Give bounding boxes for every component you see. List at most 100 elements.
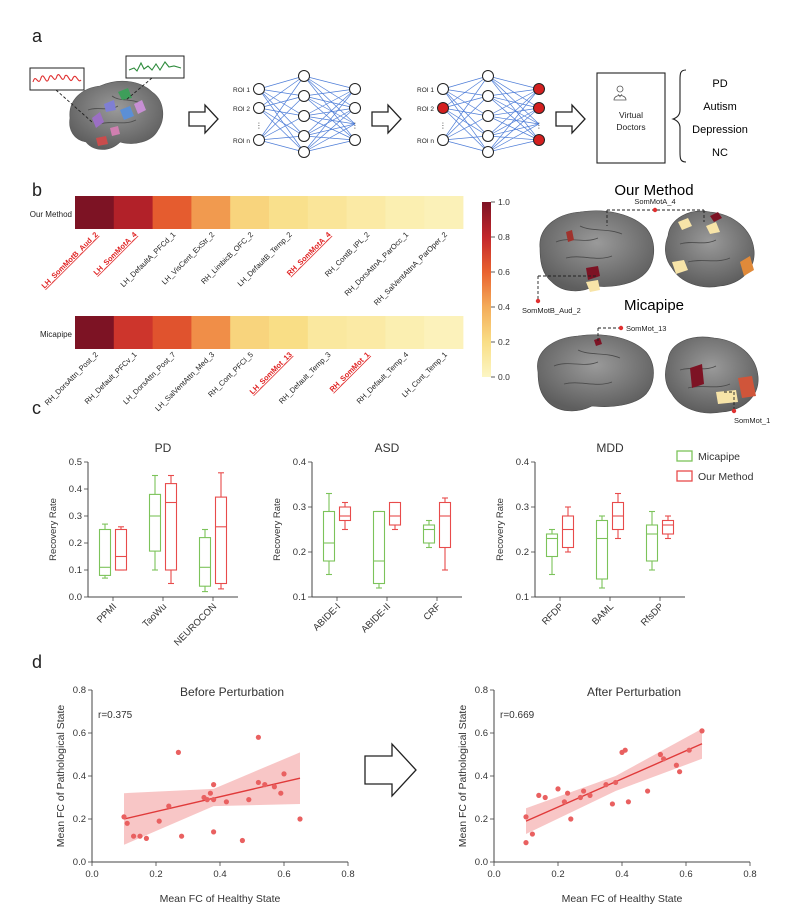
nn-edge bbox=[303, 107, 356, 117]
scatter-point bbox=[143, 835, 149, 841]
y-tick-label: 0.0 bbox=[73, 857, 86, 868]
x-tick-label: 0.6 bbox=[679, 869, 692, 880]
heatmap-cell bbox=[269, 196, 309, 229]
y-tick-label: 0.0 bbox=[475, 857, 488, 868]
heatmap-cell bbox=[152, 316, 192, 349]
scatter-chart-1: Before Perturbationr=0.3750.00.20.40.60.… bbox=[55, 685, 355, 905]
scatter-point bbox=[255, 779, 261, 786]
box-iqr bbox=[98, 528, 112, 576]
scatter-point bbox=[211, 829, 217, 835]
outcome-nc: NC bbox=[712, 147, 728, 159]
nn-edge bbox=[442, 88, 489, 137]
y-tick-label: 0.8 bbox=[73, 685, 86, 696]
nn-hidden-node bbox=[482, 70, 494, 82]
scatter-chart-2: After Perturbationr=0.6690.00.20.40.60.8… bbox=[457, 685, 757, 905]
scatter-point bbox=[223, 799, 229, 805]
nn-edge bbox=[442, 107, 489, 153]
outcome-depression: Depression bbox=[692, 124, 748, 136]
box-iqr bbox=[388, 501, 402, 526]
heatmap-cell bbox=[424, 196, 464, 229]
nn-hidden-node bbox=[482, 90, 494, 102]
scatter-point bbox=[207, 790, 213, 796]
nn-output-node bbox=[533, 134, 545, 146]
y-tick-label: 0.2 bbox=[475, 814, 488, 825]
heatmap-cell bbox=[269, 316, 309, 349]
nn-edge bbox=[442, 115, 489, 141]
box-iqr bbox=[645, 524, 659, 562]
scatter-point bbox=[657, 751, 664, 758]
legend-swatch bbox=[676, 470, 693, 482]
nn-edge bbox=[442, 88, 489, 117]
y-tick-label: 0.3 bbox=[293, 502, 306, 513]
x-tick-label: 0.8 bbox=[341, 869, 354, 880]
signal-box-green bbox=[125, 55, 185, 79]
scatter-point bbox=[568, 816, 574, 822]
scatter-point bbox=[625, 799, 632, 805]
callout-dot-sommotb bbox=[535, 298, 541, 304]
nn-edge bbox=[258, 88, 305, 117]
nn-edge bbox=[258, 88, 305, 137]
brain-surface-micapipe-right bbox=[665, 336, 759, 414]
nn-edge bbox=[303, 95, 356, 141]
heatmap-cell bbox=[385, 316, 425, 349]
x-axis-label: Mean FC of Healthy State bbox=[160, 893, 281, 905]
heatmap-row-label: Our Method bbox=[30, 210, 72, 219]
box-iqr bbox=[198, 537, 212, 587]
brain-surface-micapipe-left bbox=[537, 334, 654, 412]
nn-input-node bbox=[253, 134, 265, 146]
nn-hidden-node bbox=[298, 110, 310, 122]
virtual-doctors-box bbox=[596, 72, 666, 164]
nn-edge bbox=[303, 75, 356, 141]
nn-hidden-node bbox=[298, 70, 310, 82]
x-tick-label: 0.4 bbox=[615, 869, 628, 880]
scatter-point bbox=[542, 794, 548, 801]
colorbar-tick-label: 0.6 bbox=[498, 267, 510, 277]
scatter-point bbox=[673, 762, 680, 768]
nn-edge bbox=[442, 107, 489, 137]
box-iqr bbox=[114, 528, 128, 571]
nn-edge bbox=[442, 135, 489, 141]
nn-edge bbox=[442, 95, 489, 109]
nn-edge bbox=[258, 139, 305, 153]
nn-ellipsis: ⋮ bbox=[439, 121, 447, 130]
x-tick-label: BAML bbox=[590, 601, 616, 627]
scatter-point bbox=[271, 784, 277, 790]
nn-edge bbox=[442, 75, 489, 109]
heatmap-cell bbox=[307, 196, 347, 229]
nn-edge bbox=[487, 88, 540, 117]
scatter-point bbox=[561, 799, 568, 805]
y-axis-label: Recovery Rate bbox=[495, 498, 506, 561]
x-tick-label: TaoWu bbox=[141, 601, 170, 630]
correlation-label: r=0.375 bbox=[98, 710, 133, 721]
scatter-point bbox=[536, 792, 542, 798]
box-iqr bbox=[545, 533, 559, 558]
brain-label-sommota4: SomMotA_4 bbox=[634, 197, 675, 206]
y-tick-label: 0.0 bbox=[69, 592, 82, 603]
nn-ellipsis: ⋮ bbox=[255, 121, 263, 130]
panel-d: Before Perturbationr=0.3750.00.20.40.60.… bbox=[55, 685, 757, 905]
colorbar-tick-label: 0.0 bbox=[498, 372, 510, 382]
y-tick-label: 0.4 bbox=[293, 457, 306, 468]
signal-box-red bbox=[29, 67, 85, 91]
scatter-point bbox=[609, 801, 616, 807]
box-iqr bbox=[661, 519, 675, 535]
scatter-point bbox=[281, 771, 287, 777]
heatmap-region-label: RH_DorsAttnA_ParOcc_1 bbox=[343, 230, 411, 298]
legend-label: Micapipe bbox=[698, 451, 740, 463]
nn-ellipsis: ⋮ bbox=[351, 121, 359, 130]
nn-output-node bbox=[349, 102, 361, 114]
nn-edge bbox=[442, 75, 489, 141]
y-tick-label: 0.1 bbox=[69, 565, 82, 576]
y-tick-label: 0.2 bbox=[516, 547, 529, 558]
y-tick-label: 0.3 bbox=[69, 511, 82, 522]
nn-edge bbox=[487, 88, 540, 97]
heatmap-cell bbox=[346, 316, 386, 349]
brain-label-sommot13: SomMot_13 bbox=[626, 324, 666, 333]
heatmap-cell bbox=[230, 316, 270, 349]
nn-input-node bbox=[253, 83, 265, 95]
scatter-point bbox=[686, 747, 692, 753]
